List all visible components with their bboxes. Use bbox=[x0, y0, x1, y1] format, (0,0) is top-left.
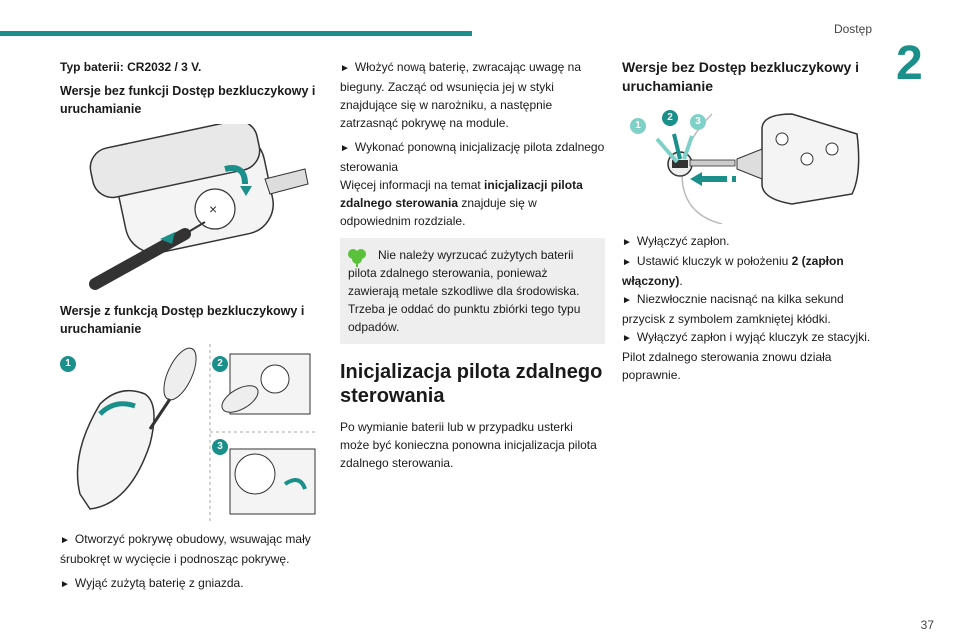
page-number: 37 bbox=[920, 618, 934, 632]
battery-type: Typ baterii: CR2032 / 3 V. bbox=[60, 60, 202, 74]
environment-notice: Nie należy wyrzucać zużytych baterii pil… bbox=[340, 238, 605, 344]
step-label-1: 1 bbox=[60, 356, 76, 372]
step-reinitialize: Wykonać ponowną inicjalizację pilota zda… bbox=[340, 138, 605, 176]
step-remove-key: Wyłączyć zapłon i wyjąć kluczyk ze stacy… bbox=[622, 328, 887, 348]
key-position-suffix: . bbox=[679, 274, 683, 288]
initialization-text: Po wymianie baterii lub w przypadku uste… bbox=[340, 420, 597, 470]
more-info-text: Więcej informacji na temat bbox=[340, 178, 485, 192]
step-press-lock: Niezwłocznie nacisnąć na kilka sekund pr… bbox=[622, 290, 887, 328]
key-battery-illustration: × bbox=[60, 119, 310, 294]
ignition-label-2: 2 bbox=[662, 110, 678, 126]
heading-initialization: Inicjalizacja pilota zdalnego sterowania bbox=[340, 361, 603, 407]
heading-versions-without-keyless: Wersje bez Dostęp bezkluczykowy i urucha… bbox=[622, 59, 860, 94]
more-info-suffix: znajduje się w odpowiednim rozdziale. bbox=[340, 196, 537, 228]
step-label-2: 2 bbox=[212, 356, 228, 372]
step-insert-battery: Włożyć nową baterię, zwracając uwagę na … bbox=[340, 58, 605, 132]
column-1: Typ baterii: CR2032 / 3 V. Wersje bez fu… bbox=[60, 58, 340, 600]
ignition-key-icon bbox=[655, 113, 860, 225]
heading-no-keyless: Wersje bez funkcji Dostęp bezkluczykowy … bbox=[60, 84, 316, 116]
step-key-position: Ustawić kluczyk w położeniu 2 (zapłon wł… bbox=[622, 252, 887, 290]
key-position-text: Ustawić kluczyk w położeniu bbox=[636, 254, 792, 268]
chapter-number: 2 bbox=[896, 37, 923, 90]
svg-text:×: × bbox=[209, 201, 217, 217]
ignition-label-3: 3 bbox=[690, 114, 706, 130]
section-title: Dostęp bbox=[833, 22, 872, 36]
step-remove-battery: Wyjąć zużytą baterię z gniazda. bbox=[60, 574, 340, 594]
battery-steps-grid: 1 2 3 bbox=[60, 344, 318, 522]
more-info-link-text: inicjalizacji pilota zdalnego sterowania bbox=[340, 178, 583, 210]
environment-leaf-icon bbox=[348, 249, 366, 267]
step-open-cover: Otworzyć pokrywę obudowy, wsuwając mały … bbox=[60, 530, 340, 568]
heading-keyless: Wersje z funkcją Dostęp bezkluczykowy i … bbox=[60, 304, 305, 336]
ignition-illustration: 1 2 3 bbox=[622, 104, 862, 225]
step-label-3: 3 bbox=[212, 439, 228, 455]
key-position-value: 2 (zapłon włączony) bbox=[622, 254, 844, 288]
battery-replacement-icon bbox=[76, 344, 318, 522]
header-accent-bar bbox=[0, 31, 472, 36]
step-ignition-off: Wyłączyć zapłon. bbox=[622, 232, 887, 252]
key-fob-open-icon: × bbox=[89, 119, 309, 290]
notice-text: Nie należy wyrzucać zużytych baterii pil… bbox=[348, 248, 581, 334]
column-3: Wersje bez Dostęp bezkluczykowy i urucha… bbox=[622, 58, 887, 390]
column-2: Włożyć nową baterię, zwracając uwagę na … bbox=[340, 58, 605, 478]
final-note: Pilot zdalnego sterowania znowu działa p… bbox=[622, 350, 832, 382]
more-info: Więcej informacji na temat inicjalizacji… bbox=[340, 176, 605, 230]
ignition-label-1: 1 bbox=[630, 118, 646, 134]
